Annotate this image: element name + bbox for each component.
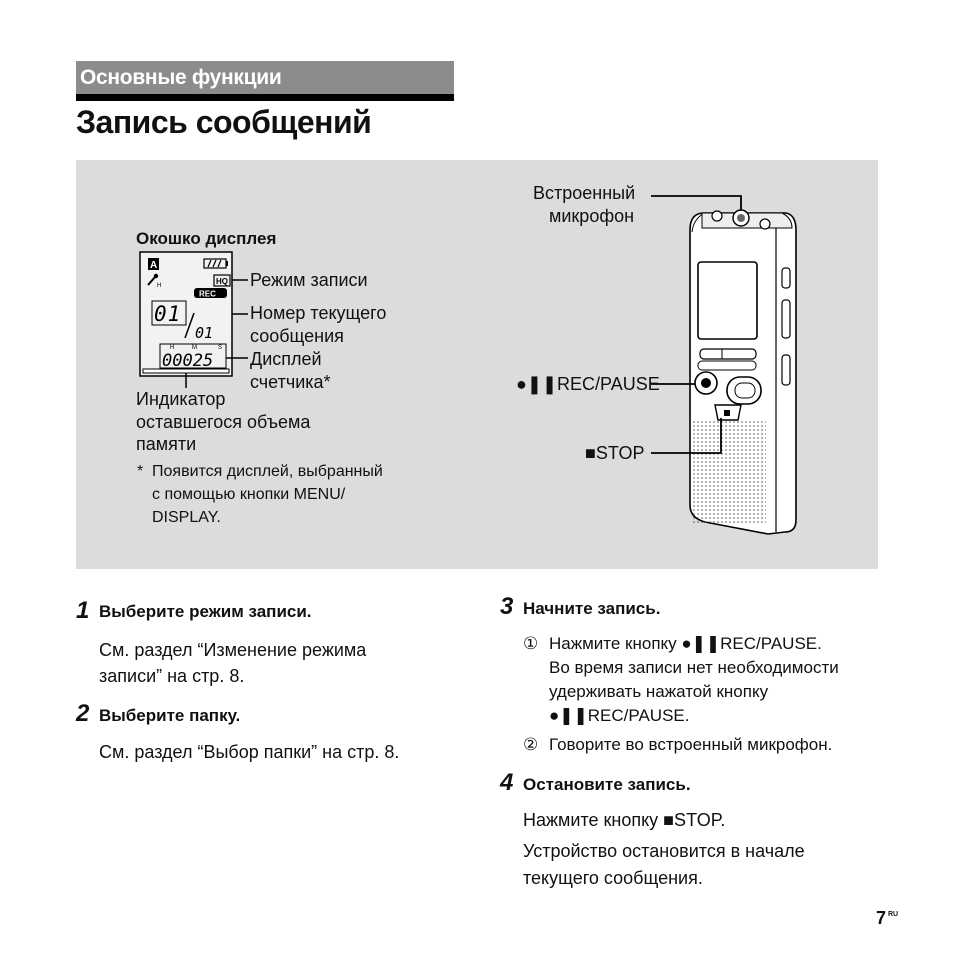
label-counter-1: Дисплей [250, 349, 322, 369]
footnote-mark: * [137, 463, 144, 480]
display-title: Окошко дисплея [136, 229, 277, 248]
step-1-line-1: См. раздел “Изменение режима [99, 640, 367, 660]
step-3-title: Начните запись. [523, 599, 661, 618]
rec-badge [194, 288, 227, 298]
page-number: 7 [876, 908, 887, 928]
page-title: Запись сообщений [76, 104, 372, 140]
label-stop: ■STOP [585, 443, 645, 463]
label-counter-2: счетчика* [250, 372, 331, 392]
speaker-grille [693, 420, 766, 525]
step-3-sub1-mark: ① [523, 634, 539, 653]
svg-text:S: S [218, 345, 222, 351]
label-memory-3: памяти [136, 434, 197, 454]
step-3-sub2-text: Говорите во встроенный микрофон. [549, 735, 833, 754]
counter-value: 00025 [162, 351, 213, 371]
footnote-line-3: DISPLAY. [152, 509, 221, 526]
label-rec-mode: Режим записи [250, 270, 368, 290]
footnote-line-2: с помощью кнопки MENU/ [152, 486, 346, 503]
step-1-title: Выберите режим записи. [99, 602, 312, 621]
label-mic-1: Встроенный [533, 183, 636, 203]
display-screen: A H HQ REC 01 01 H M S 00025 [139, 251, 233, 377]
battery-icon [203, 258, 228, 269]
label-memory-1: Индикатор [136, 389, 226, 409]
section-rule [76, 94, 454, 101]
section-label: Основные функции [76, 61, 454, 94]
label-current-message-1: Номер текущего [250, 303, 387, 323]
rec-badge-text: REC [199, 290, 216, 299]
step-3-sub1-line-4: ●❚❚REC/PAUSE. [549, 706, 690, 725]
step-3-sub1-line-2: Во время записи нет необходимости [549, 658, 839, 677]
message-number: 01 [154, 302, 181, 326]
label-rec-pause: ●❚❚REC/PAUSE [516, 374, 660, 394]
hq-badge-text: HQ [216, 277, 228, 286]
step-1-line-2: записи” на стр. 8. [99, 666, 245, 686]
step-2-number: 2 [76, 700, 90, 727]
step-4-number: 4 [500, 769, 514, 796]
step-4-line-2a: Устройство остановится в начале [523, 841, 805, 861]
step-4-line-2b: текущего сообщения. [523, 868, 703, 888]
footnote-line-1: Появится дисплей, выбранный [152, 463, 383, 480]
hq-badge [213, 274, 231, 287]
step-4-title: Остановите запись. [523, 775, 691, 794]
step-2-line-1: См. раздел “Выбор папки” на стр. 8. [99, 742, 400, 762]
step-4-line-1: Нажмите кнопку ■STOP. [523, 810, 726, 830]
step-3-sub2-mark: ② [523, 735, 539, 754]
step-3-sub1-line-3: удерживать нажатой кнопку [549, 682, 769, 701]
step-3-sub1-line-1: Нажмите кнопку ●❚❚REC/PAUSE. [549, 634, 822, 653]
svg-text:H: H [170, 345, 174, 351]
svg-text:H: H [157, 283, 161, 289]
memory-bar [142, 368, 230, 374]
step-3-number: 3 [500, 593, 514, 620]
mic-sensitivity-icon: H [147, 273, 161, 289]
label-memory-2: оставшегося объема [136, 412, 311, 432]
svg-text:M: M [192, 345, 197, 351]
total-messages: 01 [195, 324, 213, 342]
folder-icon [148, 258, 159, 270]
step-2-title: Выберите папку. [99, 706, 241, 725]
label-current-message-2: сообщения [250, 326, 344, 346]
step-1-number: 1 [76, 597, 90, 624]
folder-letter: A [150, 260, 157, 271]
recorder-device [689, 209, 797, 535]
page-suffix: RU [888, 911, 899, 918]
label-mic-2: микрофон [549, 206, 635, 226]
